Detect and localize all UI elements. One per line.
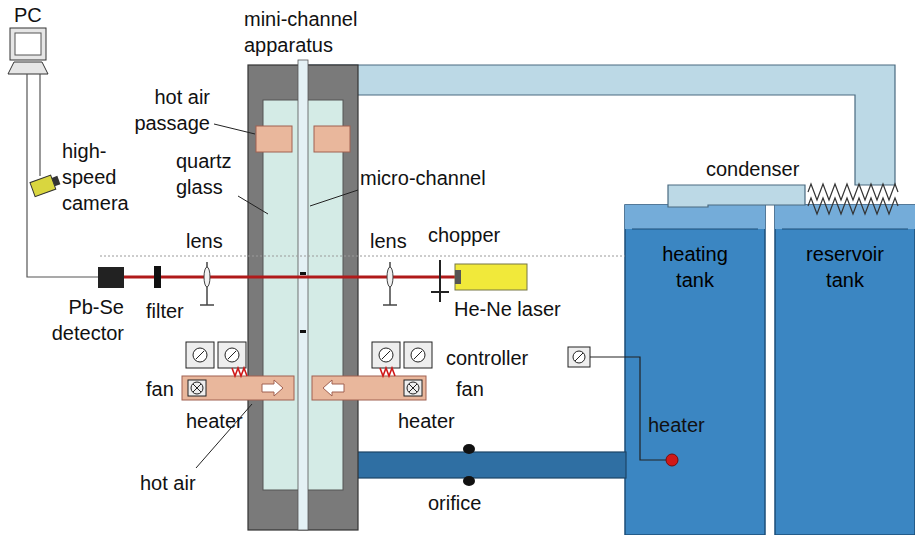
marker [300,330,306,333]
flow-arrow [323,380,344,396]
part-label: orifice [428,490,508,516]
tank: heating tank [625,205,765,535]
controller-knob [196,351,422,359]
camera-lens [52,176,61,187]
part-label: mini-channel apparatus [244,6,384,58]
hot-air-passage [314,126,350,152]
micro-channel [298,60,308,530]
condenser-coil [808,198,898,214]
fan-symbol [191,382,203,394]
air-heater-coil [232,368,247,376]
part-label: He-Ne laser [454,296,574,322]
fan-symbol [409,384,417,392]
controller-box [218,342,246,368]
chopper [439,260,441,302]
pc-monitor [10,28,46,60]
pc-screen [15,33,41,55]
hot-air-duct [312,376,426,400]
water-line [782,229,908,230]
controller-box [186,342,214,368]
controller-box [404,342,432,368]
laser-aperture [455,270,461,284]
controller-knob [193,348,425,362]
heater-element [666,454,678,466]
part-label: hot air passage [118,84,210,136]
orifice-plate [463,444,475,454]
chopper [431,291,449,293]
he-ne-laser [455,264,527,290]
water-surface [625,205,765,229]
controller-knob [575,353,583,361]
lens-stand [383,304,397,306]
part-label: condenser [706,156,826,182]
hot-air-duct [182,376,294,400]
air-heater-coil [380,368,395,376]
water-surface [775,205,915,229]
sight-line [100,256,625,257]
lens [204,267,210,287]
heating-tank-body [625,205,765,535]
part-label: heater [398,408,468,434]
fan-symbol [188,380,206,396]
camera-cable [39,74,40,176]
condenser-pipe [668,185,805,207]
fan-symbol [404,380,422,396]
part-label: controller [446,345,556,371]
part-label: hot air [140,470,220,496]
high-speed-camera [30,173,61,197]
lens [387,267,393,287]
part-label: filter [146,298,206,324]
controller-box [568,347,590,367]
part-label: Pb-Se detector [4,294,124,346]
part-label: lens [186,228,236,254]
part-label: PC [14,2,54,28]
tank-label: reservoir tank [795,241,895,293]
condenser-coil [808,184,898,214]
orifice-plate [463,476,475,486]
part-label: lens [370,228,420,254]
hot-air-passage [256,126,292,152]
tank-label: heating tank [650,241,740,293]
filter [154,266,161,288]
pc-keyboard [8,62,48,74]
flow-arrow [262,380,283,396]
part-label: high-speed camera [62,138,134,216]
condenser-coil [808,184,898,200]
part-label: fan [146,376,180,402]
controller-knob [573,351,585,363]
part-label: fan [456,376,496,402]
water-line [632,229,758,230]
fan-symbol [407,382,419,394]
laser-beam [124,276,455,279]
controller-box [372,342,400,368]
reservoir-tank-body [775,205,915,535]
part-label: quartz glass [176,148,236,200]
part-label: heater [648,412,718,438]
lens-stand [200,304,214,306]
part-label: micro-channel [360,165,510,191]
part-label: heater [186,408,256,434]
pb-se-detector [98,267,124,288]
marker [300,272,306,275]
tank: reservoir tank [775,205,915,535]
heater-wire [590,357,666,460]
part-label: chopper [428,222,508,248]
fan-symbol [193,384,201,392]
